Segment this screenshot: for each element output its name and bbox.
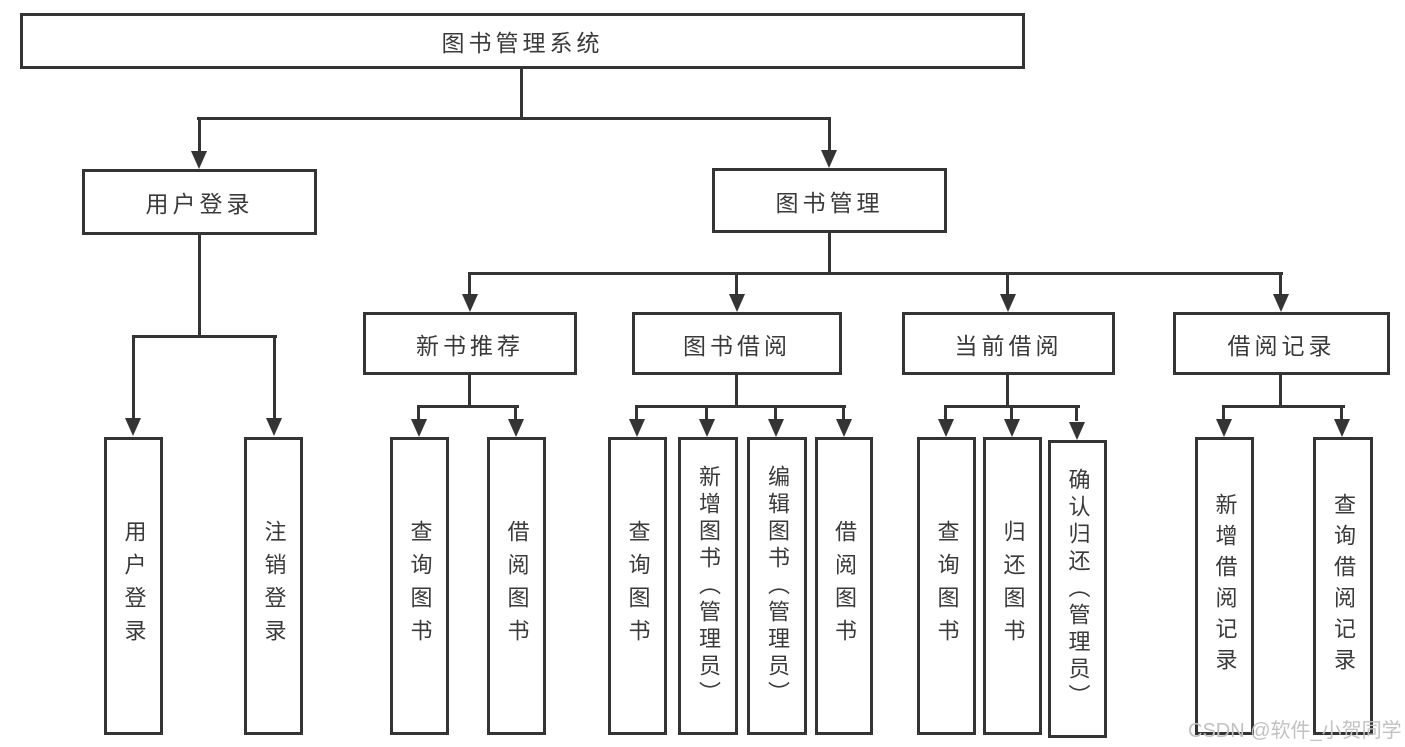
leaf-add-borrow-record-label: 新增借阅记录 [1212,493,1238,679]
leaf-borrow-books-2: 借阅图书 [815,437,873,735]
leaf-borrow-books-1-label: 借阅图书 [504,520,530,652]
arrow-head [266,418,282,436]
leaf-return-books: 归还图书 [983,437,1042,735]
connector-line [417,405,420,421]
connector-line [514,405,517,421]
node-root-label: 图书管理系统 [441,30,604,56]
arrow-head [768,419,784,437]
leaf-borrow-books-2-label: 借阅图书 [832,520,857,652]
connector-line [417,405,519,408]
connector-line [1340,405,1343,421]
leaf-query-borrow-record: 查询借阅记录 [1313,437,1373,735]
arrow-head [1004,419,1020,437]
leaf-logout-label: 注销登录 [261,520,287,652]
node-current-borrow-label: 当前借阅 [954,332,1063,359]
node-borrow-records-label: 借阅记录 [1227,332,1336,359]
connector-line [468,272,1283,275]
csdn-watermark: CSDN @软件_小贺同学 [1188,720,1402,742]
leaf-borrow-books-1: 借阅图书 [487,437,546,735]
arrow-head [836,419,852,437]
leaf-confirm-return-admin-label: 确认归还（管理员） [1065,467,1091,711]
connector-line [468,375,471,407]
connector-line [635,405,846,408]
connector-line [1222,405,1345,408]
leaf-add-books-admin-label: 新增图书（管理员） [696,464,721,708]
arrow-head [629,419,645,437]
connector-line [198,235,201,336]
connector-line [132,335,277,338]
leaf-add-borrow-record: 新增借阅记录 [1195,437,1254,735]
connector-line [468,272,471,296]
leaf-query-books-3-label: 查询图书 [934,520,960,652]
leaf-query-borrow-record-label: 查询借阅记录 [1331,493,1356,679]
arrow-head [1000,294,1016,312]
connector-line [1006,375,1009,407]
leaf-query-books-1-label: 查询图书 [407,520,433,652]
leaf-user-login-label: 用户登录 [121,520,147,652]
leaf-add-books-admin: 新增图书（管理员） [678,437,738,735]
arrow-head [125,418,141,436]
connector-line [1010,405,1013,421]
connector-line [520,69,523,118]
arrow-head [699,419,715,437]
connector-line [735,375,738,407]
connector-line [774,405,777,421]
leaf-return-books-label: 归还图书 [1000,520,1026,652]
leaf-edit-books-admin-label: 编辑图书（管理员） [765,464,790,708]
leaf-query-books-3: 查询图书 [917,437,976,735]
connector-line [944,405,947,421]
node-user-login: 用户登录 [82,169,317,235]
connector-line [1279,375,1282,407]
leaf-edit-books-admin: 编辑图书（管理员） [747,437,807,735]
connector-line [1279,272,1282,296]
leaf-logout: 注销登录 [244,437,303,735]
arrow-head [1216,419,1232,437]
connector-line [1222,405,1225,421]
connector-line [828,117,831,151]
leaf-query-books-2-label: 查询图书 [625,520,651,652]
leaf-query-books-2: 查询图书 [608,437,667,735]
node-borrow-records: 借阅记录 [1173,312,1390,375]
leaf-confirm-return-admin: 确认归还（管理员） [1048,440,1107,738]
connector-line [1006,272,1009,296]
leaf-user-login: 用户登录 [104,437,163,735]
leaf-query-books-1: 查询图书 [390,437,449,735]
connector-line [735,272,738,296]
node-root: 图书管理系统 [20,13,1025,69]
node-current-borrow: 当前借阅 [902,312,1115,375]
connector-line [197,117,831,120]
node-book-borrow-label: 图书借阅 [683,332,791,359]
connector-line [132,335,135,419]
arrow-head [508,419,524,437]
connector-line [705,405,708,421]
arrow-head [729,294,745,312]
node-user-login-label: 用户登录 [145,191,254,217]
connector-line [198,117,201,152]
arrow-head [411,419,427,437]
connector-line [828,233,831,274]
arrow-head [1273,294,1289,312]
arrow-head [462,294,478,312]
connector-line [1075,405,1078,421]
arrow-head [938,419,954,437]
node-new-book-recommend-label: 新书推荐 [416,332,524,359]
node-book-management: 图书管理 [712,168,947,233]
connector-line [842,405,845,421]
arrow-head [1334,419,1350,437]
arrow-head [821,150,837,168]
connector-line [273,335,276,419]
connector-line [635,405,638,421]
arrow-head [191,151,207,169]
node-new-book-recommend: 新书推荐 [363,312,577,375]
arrow-head [1069,422,1085,440]
node-book-borrow: 图书借阅 [632,312,842,375]
node-book-management-label: 图书管理 [775,189,884,216]
